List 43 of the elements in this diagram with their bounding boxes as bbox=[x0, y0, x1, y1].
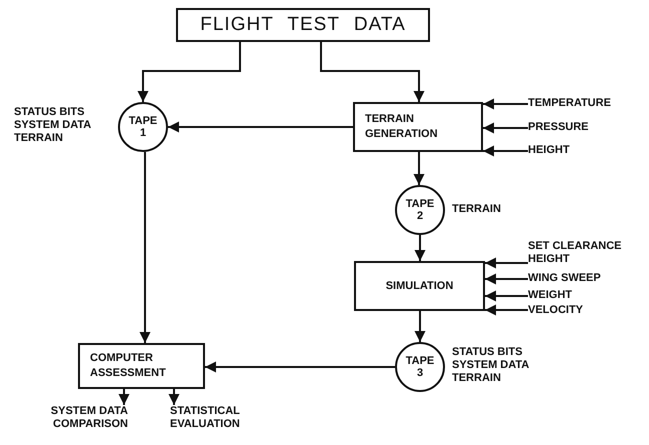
arrow bbox=[205, 362, 395, 372]
input-label: PRESSURE bbox=[528, 121, 643, 135]
node-caption: STATUS BITS SYSTEM DATA TERRAIN bbox=[14, 106, 92, 145]
arrow bbox=[485, 274, 528, 284]
arrow bbox=[138, 42, 241, 102]
tape-circle bbox=[118, 102, 168, 152]
arrow bbox=[140, 152, 150, 343]
arrow bbox=[414, 152, 424, 185]
arrow bbox=[320, 42, 424, 102]
arrow bbox=[168, 389, 180, 405]
tape-label: TAPE 3 bbox=[404, 355, 436, 379]
title-box bbox=[176, 8, 430, 42]
box-label: FLIGHT TEST DATA bbox=[200, 14, 406, 36]
input-label: VELOCITY bbox=[528, 304, 643, 317]
input-label: SYSTEM DATA COMPARISON bbox=[8, 405, 128, 435]
node-caption: STATUS BITS SYSTEM DATA TERRAIN bbox=[452, 346, 530, 385]
box-label: TERRAIN GENERATION bbox=[365, 112, 439, 142]
input-label: WING SWEEP bbox=[528, 272, 643, 285]
arrow bbox=[483, 122, 528, 134]
box-label: COMPUTER ASSESSMENT bbox=[90, 351, 167, 381]
tape-label: TAPE 2 bbox=[404, 198, 436, 222]
arrow bbox=[485, 304, 528, 316]
node-caption: TERRAIN bbox=[452, 203, 502, 216]
arrow bbox=[414, 235, 426, 261]
tape-circle bbox=[395, 185, 445, 235]
arrow bbox=[485, 290, 528, 302]
process-box bbox=[78, 343, 205, 389]
arrow bbox=[118, 389, 130, 405]
arrow bbox=[483, 98, 528, 110]
input-label: TEMPERATURE bbox=[528, 97, 643, 111]
input-label: WEIGHT bbox=[528, 289, 643, 302]
box-label: SIMULATION bbox=[386, 278, 454, 294]
arrow bbox=[168, 122, 353, 132]
input-label: SET CLEARANCE HEIGHT bbox=[528, 240, 646, 268]
input-label: STATISTICAL EVALUATION bbox=[170, 405, 295, 435]
process-box bbox=[353, 102, 483, 152]
tape-label: TAPE 1 bbox=[128, 115, 158, 139]
process-box bbox=[354, 261, 485, 311]
input-label: HEIGHT bbox=[528, 144, 643, 158]
arrow bbox=[414, 311, 426, 342]
arrow bbox=[483, 146, 528, 156]
tape-circle bbox=[395, 342, 445, 392]
arrow bbox=[485, 258, 528, 268]
